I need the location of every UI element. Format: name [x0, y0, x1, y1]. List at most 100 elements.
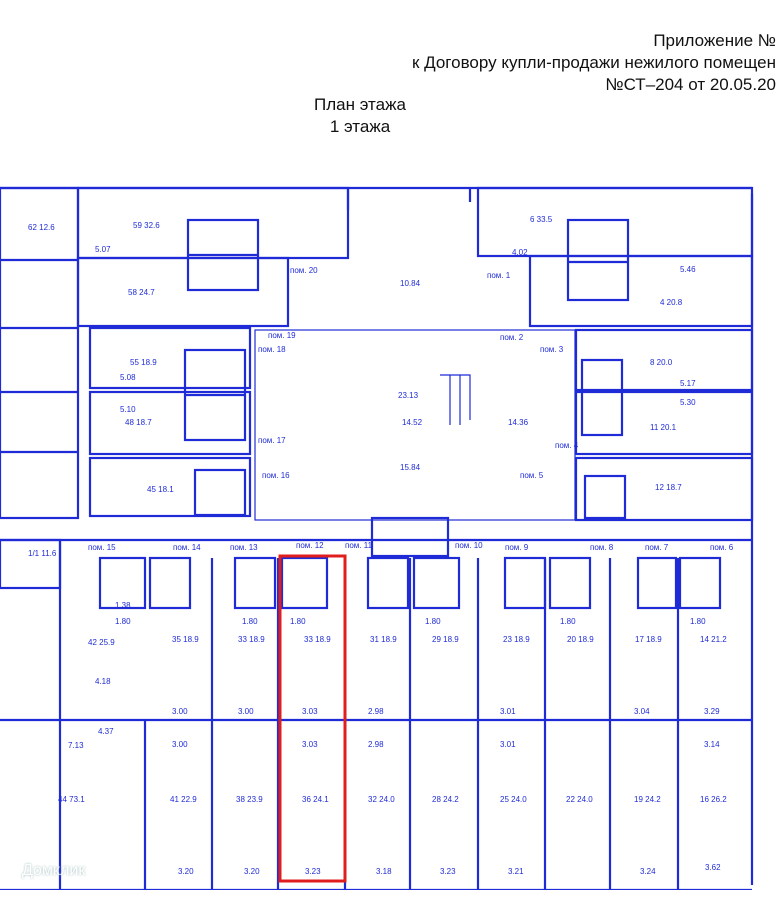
- area-33: 33 18.9: [304, 635, 331, 644]
- area-31: 31 18.9: [370, 635, 397, 644]
- area-4: 4 20.8: [660, 298, 683, 307]
- floor-plan-walls: [0, 186, 754, 890]
- area-42: 42 25.9: [88, 638, 115, 647]
- label-pom9: пом. 9: [505, 543, 529, 552]
- appendix-line: Приложение №: [653, 31, 776, 50]
- dim-5-17: 5.17: [680, 379, 696, 388]
- dim-4-02: 4.02: [512, 248, 528, 257]
- area-19: 19 24.2: [634, 795, 661, 804]
- dim-3-04: 3.04: [634, 707, 650, 716]
- dim-3-03-b: 3.03: [302, 740, 318, 749]
- area-55: 55 18.9: [130, 358, 157, 367]
- dim-3-23-b: 3.23: [440, 867, 456, 876]
- label-pom17: пом. 17: [258, 436, 286, 445]
- dim-2-98-b: 2.98: [368, 740, 384, 749]
- dim-3-00: 3.00: [172, 707, 188, 716]
- dim-3-29: 3.29: [704, 707, 720, 716]
- plan-title-line2: 1 этажа: [329, 117, 391, 136]
- area-16: 16 26.2: [700, 795, 727, 804]
- contract-line: к Договору купли-продажи нежилого помеще…: [411, 53, 776, 72]
- label-pom20: пом. 20: [290, 266, 318, 275]
- area-32: 32 24.0: [368, 795, 395, 804]
- area-45: 45 18.1: [147, 485, 174, 494]
- dim-3-21: 3.21: [508, 867, 524, 876]
- label-pom13: пом. 13: [230, 543, 258, 552]
- label-pom1: пом. 1: [487, 271, 511, 280]
- dim-3-00-c: 3.00: [172, 740, 188, 749]
- dim-5-10: 5.10: [120, 405, 136, 414]
- area-59: 59 32.6: [133, 221, 160, 230]
- dim-14-52: 14.52: [402, 418, 423, 427]
- area-14: 14 21.2: [700, 635, 727, 644]
- label-pom6: пом. 6: [710, 543, 734, 552]
- label-pom8: пом. 8: [590, 543, 614, 552]
- area-11: 11 20.1: [650, 423, 677, 432]
- dim-5-46: 5.46: [680, 265, 696, 274]
- area-48: 48 18.7: [125, 418, 152, 427]
- area-17: 17 18.9: [635, 635, 662, 644]
- label-pom5: пом. 5: [520, 471, 544, 480]
- area-33-left: 33 18.9: [238, 635, 265, 644]
- area-8: 8 20.0: [650, 358, 673, 367]
- label-pom2: пом. 2: [500, 333, 524, 342]
- area-1-1: 1/1 11.6: [28, 549, 57, 558]
- label-pom12: пом. 12: [296, 541, 324, 550]
- area-12: 12 18.7: [655, 483, 682, 492]
- area-35: 35 18.9: [172, 635, 199, 644]
- domclick-watermark: Домклик: [22, 862, 86, 879]
- label-pom15: пом. 15: [88, 543, 116, 552]
- dim-1-80-d: 1.80: [425, 617, 441, 626]
- contract-number-line: №СТ–204 от 20.05.20: [605, 75, 776, 94]
- dim-2-98: 2.98: [368, 707, 384, 716]
- dim-5-08: 5.08: [120, 373, 136, 382]
- dim-1-38: 1.38: [115, 601, 131, 610]
- dim-1-80-c: 1.80: [290, 617, 306, 626]
- dim-3-23: 3.23: [305, 867, 321, 876]
- dim-3-00-b: 3.00: [238, 707, 254, 716]
- dim-3-18: 3.18: [376, 867, 392, 876]
- dim-3-01-b: 3.01: [500, 740, 516, 749]
- label-pom19: пом. 19: [268, 331, 296, 340]
- dim-5-07: 5.07: [95, 245, 111, 254]
- label-pom16: пом. 16: [262, 471, 290, 480]
- dim-3-01: 3.01: [500, 707, 516, 716]
- highlighted-unit-outline: [278, 554, 347, 883]
- area-10-84: 10.84: [400, 279, 421, 288]
- plan-labels: пом. 20 пом. 19 пом. 18 пом. 17 пом. 16 …: [28, 215, 734, 876]
- label-pom14: пом. 14: [173, 543, 201, 552]
- dim-5-30: 5.30: [680, 398, 696, 407]
- dim-1-80-f: 1.80: [690, 617, 706, 626]
- dim-3-24: 3.24: [640, 867, 656, 876]
- area-44: 44 73.1: [58, 795, 85, 804]
- dim-3-03: 3.03: [302, 707, 318, 716]
- dim-14-36: 14.36: [508, 418, 529, 427]
- area-20: 20 18.9: [567, 635, 594, 644]
- area-41: 41 22.9: [170, 795, 197, 804]
- dim-3-20: 3.20: [178, 867, 194, 876]
- area-23-13: 23.13: [398, 391, 419, 400]
- dim-3-14: 3.14: [704, 740, 720, 749]
- dim-4-37: 4.37: [98, 727, 114, 736]
- label-pom10: пом. 10: [455, 541, 483, 550]
- dim-1-80: 1.80: [115, 617, 131, 626]
- area-29: 29 18.9: [432, 635, 459, 644]
- dim-3-20-b: 3.20: [244, 867, 260, 876]
- area-28: 28 24.2: [432, 795, 459, 804]
- plan-title-line1: План этажа: [314, 95, 406, 114]
- label-pom4: пом. 4: [555, 441, 579, 450]
- dim-4-18: 4.18: [95, 677, 111, 686]
- dim-3-62: 3.62: [705, 863, 721, 872]
- label-pom11: пом. 11: [345, 541, 373, 550]
- area-36: 36 24.1: [302, 795, 329, 804]
- area-22: 22 24.0: [566, 795, 593, 804]
- plan-title: План этажа 1 этажа: [290, 94, 430, 138]
- dim-1-80-e: 1.80: [560, 617, 576, 626]
- area-23: 23 18.9: [503, 635, 530, 644]
- label-pom3: пом. 3: [540, 345, 564, 354]
- area-15-84: 15.84: [400, 463, 421, 472]
- area-58: 58 24.7: [128, 288, 155, 297]
- dim-7-13: 7.13: [68, 741, 84, 750]
- document-header: Приложение № к Договору купли-продажи не…: [256, 30, 776, 96]
- area-62: 62 12.6: [28, 223, 55, 232]
- dim-1-80-b: 1.80: [242, 617, 258, 626]
